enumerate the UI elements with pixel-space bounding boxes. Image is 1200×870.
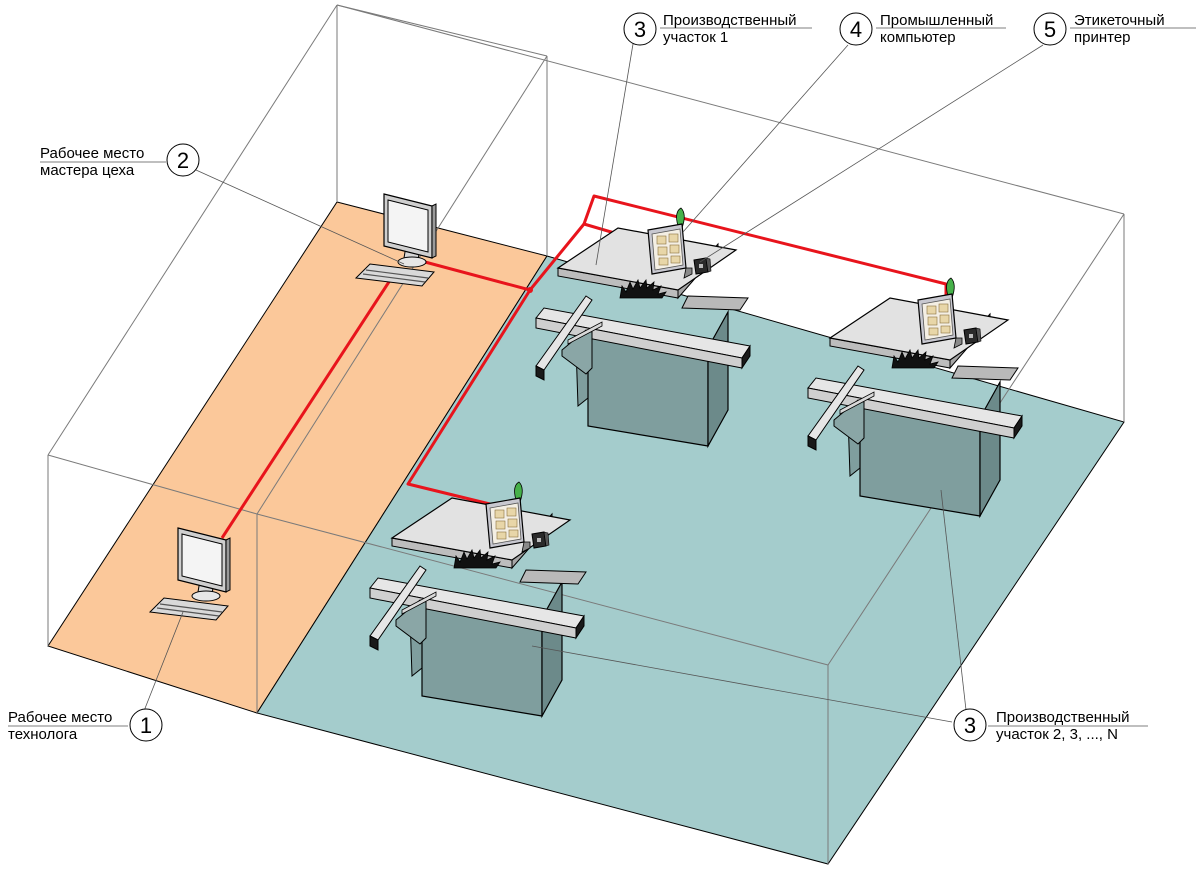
label-technologist-workstation: Рабочее место технолога xyxy=(8,709,112,743)
label-line: Производственный xyxy=(996,709,1130,726)
callout-2: 2 xyxy=(166,143,200,177)
svg-text:1: 1 xyxy=(140,713,152,738)
callout-4: 4 xyxy=(839,12,873,46)
svg-text:5: 5 xyxy=(1044,17,1056,42)
svg-text:3: 3 xyxy=(634,17,646,42)
label-production-areas-2-n: Производственный участок 2, 3, ..., N xyxy=(996,709,1130,743)
label-production-area-1: Производственный участок 1 xyxy=(663,12,797,46)
label-line: Производственный xyxy=(663,12,797,29)
label-line: Этикеточный xyxy=(1074,12,1165,29)
label-line: участок 1 xyxy=(663,29,729,46)
callout-5: 5 xyxy=(1033,12,1067,46)
label-line: участок 2, 3, ..., N xyxy=(996,726,1118,743)
callout-3-bottom: 3 xyxy=(953,708,987,742)
callout-1: 1 xyxy=(129,708,163,742)
callout-3-top: 3 xyxy=(623,12,657,46)
label-industrial-computer: Промышленный компьютер xyxy=(880,12,993,46)
label-line: компьютер xyxy=(880,29,956,46)
leader-lines xyxy=(8,27,1196,727)
svg-text:3: 3 xyxy=(964,713,976,738)
label-line: технолога xyxy=(8,726,78,743)
label-line: мастера цеха xyxy=(40,162,135,179)
label-line: принтер xyxy=(1074,29,1131,46)
label-label-printer: Этикеточный принтер xyxy=(1074,12,1165,46)
label-line: Рабочее место xyxy=(40,145,145,162)
label-line: Рабочее место xyxy=(8,709,113,726)
svg-text:2: 2 xyxy=(177,148,189,173)
label-foreman-workstation: Рабочее место мастера цеха xyxy=(40,145,144,179)
network-junction xyxy=(527,287,533,293)
label-line: Промышленный xyxy=(880,12,994,29)
room-wireframe xyxy=(47,4,1125,864)
svg-text:4: 4 xyxy=(850,17,862,42)
